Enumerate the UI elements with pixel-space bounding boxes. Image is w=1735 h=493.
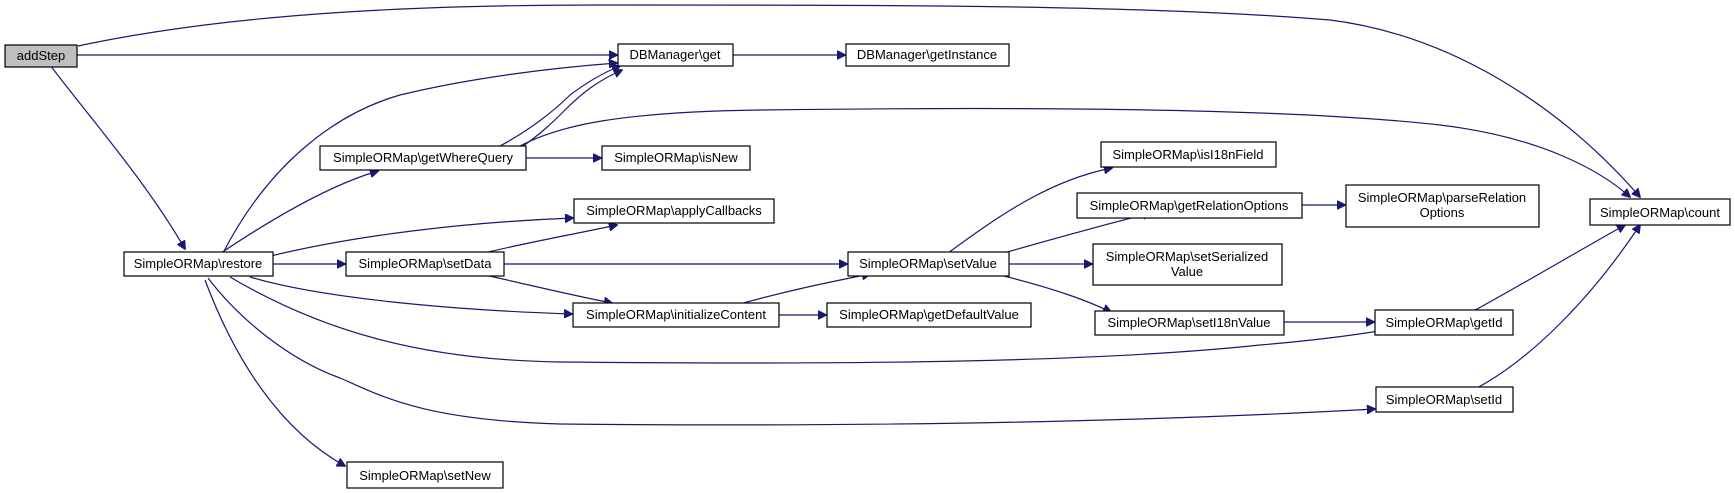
node-label-applycallbacks: SimpleORMap\applyCallbacks	[586, 203, 762, 218]
node-getwherequery[interactable]: SimpleORMap\getWhereQuery	[319, 145, 527, 171]
node-label-parserelationoptions-line2: Options	[1420, 205, 1465, 220]
node-count[interactable]: SimpleORMap\count	[1589, 198, 1731, 226]
node-label-setvalue: SimpleORMap\setValue	[859, 256, 997, 271]
node-setdata[interactable]: SimpleORMap\setData	[345, 251, 505, 277]
edge-setdata-initcontent	[484, 274, 612, 303]
node-applycallbacks[interactable]: SimpleORMap\applyCallbacks	[573, 198, 775, 224]
node-label-getrelationoptions: SimpleORMap\getRelationOptions	[1090, 198, 1289, 213]
edges	[49, 4, 1640, 466]
node-label-setnew: SimpleORMap\setNew	[359, 468, 491, 483]
node-getrelationoptions[interactable]: SimpleORMap\getRelationOptions	[1076, 192, 1303, 219]
node-dbmanager-get[interactable]: DBManager\get	[617, 43, 734, 67]
node-isi18nfield[interactable]: SimpleORMap\isI18nField	[1100, 141, 1277, 168]
node-getid[interactable]: SimpleORMap\getId	[1374, 309, 1514, 336]
edge-getwherequery-count	[519, 107, 1630, 197]
node-label-restore: SimpleORMap\restore	[134, 256, 263, 271]
node-setid[interactable]: SimpleORMap\setId	[1375, 386, 1514, 413]
edge-addstep-count	[77, 4, 1640, 197]
edge-initcontent-setvalue	[739, 274, 870, 305]
nodes: addStep DBManager\get DBManager\getInsta…	[4, 43, 1731, 489]
edge-setvalue-isi18nfield	[947, 168, 1112, 254]
node-parserelationoptions[interactable]: SimpleORMap\parseRelation Options	[1345, 184, 1540, 228]
edge-getwherequery-dbget	[499, 66, 620, 147]
node-initializecontent[interactable]: SimpleORMap\initializeContent	[572, 302, 780, 328]
edge-setvalue-seti18nvalue	[999, 274, 1111, 312]
edge-restore-setid	[207, 277, 1375, 426]
node-label-addstep: addStep	[17, 48, 65, 63]
node-label-setserializedvalue-line2: Value	[1171, 264, 1203, 279]
node-seti18nvalue[interactable]: SimpleORMap\setI18nValue	[1094, 310, 1285, 336]
node-label-setserializedvalue-line1: SimpleORMap\setSerialized	[1106, 249, 1269, 264]
node-setserializedvalue[interactable]: SimpleORMap\setSerialized Value	[1092, 243, 1283, 286]
node-label-seti18nvalue: SimpleORMap\setI18nValue	[1107, 315, 1270, 330]
edge-restore-getid	[229, 276, 1385, 364]
edge-getid-count	[1469, 225, 1625, 314]
node-dbmanager-getinstance[interactable]: DBManager\getInstance	[845, 43, 1010, 67]
node-label-setdata: SimpleORMap\setData	[359, 256, 493, 271]
edge-restore-dbget	[221, 63, 617, 256]
node-setvalue[interactable]: SimpleORMap\setValue	[847, 251, 1010, 277]
node-label-getwherequery: SimpleORMap\getWhereQuery	[333, 150, 513, 165]
node-label-dbmanager-get: DBManager\get	[629, 47, 720, 62]
node-label-isi18nfield: SimpleORMap\isI18nField	[1112, 147, 1263, 162]
node-addstep[interactable]: addStep	[4, 44, 78, 68]
edge-setid-count	[1474, 225, 1640, 390]
edge-restore-applycallbacks	[254, 218, 573, 261]
edge-restore-initcontent	[249, 276, 572, 314]
node-label-parserelationoptions-line1: SimpleORMap\parseRelation	[1358, 190, 1526, 205]
node-label-isnew: SimpleORMap\isNew	[614, 150, 738, 165]
node-label-getdefaultvalue: SimpleORMap\getDefaultValue	[839, 307, 1019, 322]
node-label-dbmanager-getinstance: DBManager\getInstance	[857, 47, 997, 62]
edge-addstep-restore	[49, 64, 185, 249]
edge-restore-setnew	[204, 279, 345, 466]
node-isnew[interactable]: SimpleORMap\isNew	[601, 145, 751, 171]
edge-restore-getwherequery	[217, 171, 378, 256]
node-getdefaultvalue[interactable]: SimpleORMap\getDefaultValue	[826, 302, 1032, 328]
node-label-setid: SimpleORMap\setId	[1386, 392, 1502, 407]
node-label-initializecontent: SimpleORMap\initializeContent	[586, 307, 766, 322]
node-label-getid: SimpleORMap\getId	[1385, 315, 1502, 330]
node-label-count: SimpleORMap\count	[1600, 205, 1720, 220]
edge-setdata-applycallbacks	[479, 225, 617, 255]
node-setnew[interactable]: SimpleORMap\setNew	[346, 461, 504, 489]
edge-getwherequery-dbget-2	[519, 70, 622, 149]
node-restore[interactable]: SimpleORMap\restore	[123, 251, 274, 277]
